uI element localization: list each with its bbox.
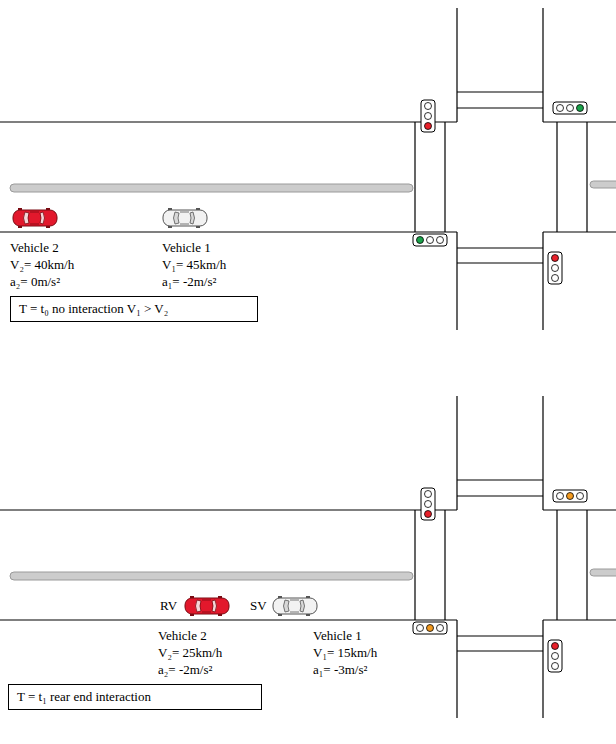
red-car <box>13 208 57 228</box>
speed-value: V₂= 40km/h <box>10 257 74 273</box>
box-text: T = t₁ rear end interaction <box>17 689 253 705</box>
red-car <box>185 596 229 616</box>
speed-value: V₂= 25km/h <box>158 645 222 661</box>
vehicle-name: Vehicle 2 <box>158 628 207 644</box>
white-car <box>273 596 317 616</box>
acceleration-value: a₂= 0m/s² <box>10 274 60 290</box>
traffic-light <box>548 640 562 672</box>
vehicle-name: Vehicle 2 <box>10 240 59 256</box>
time-state-box: T = t₀ no interaction V₁ > V₂ <box>10 296 258 322</box>
white-car <box>163 208 207 228</box>
traffic-light <box>548 252 562 284</box>
time-state-box: T = t₁ rear end interaction <box>8 684 262 710</box>
acceleration-value: a₂= -2m/s² <box>158 662 212 678</box>
box-text: T = t₀ no interaction V₁ > V₂ <box>19 301 249 317</box>
acceleration-value: a₁= -2m/s² <box>162 274 216 290</box>
vehicle-role: SV <box>250 598 267 614</box>
vehicle-role: RV <box>160 598 177 614</box>
vehicle-name: Vehicle 1 <box>313 628 362 644</box>
traffic-light <box>553 102 587 114</box>
speed-value: V₁= 15km/h <box>313 645 377 661</box>
traffic-light <box>413 234 447 246</box>
panel-t0 <box>0 8 616 330</box>
vehicle-name: Vehicle 1 <box>162 240 211 256</box>
speed-value: V₁= 45km/h <box>162 257 226 273</box>
acceleration-value: a₁= -3m/s² <box>313 662 367 678</box>
traffic-light <box>421 488 435 520</box>
panel-t1 <box>0 396 616 718</box>
traffic-light <box>421 100 435 132</box>
traffic-light <box>413 622 447 634</box>
traffic-light <box>553 490 587 502</box>
